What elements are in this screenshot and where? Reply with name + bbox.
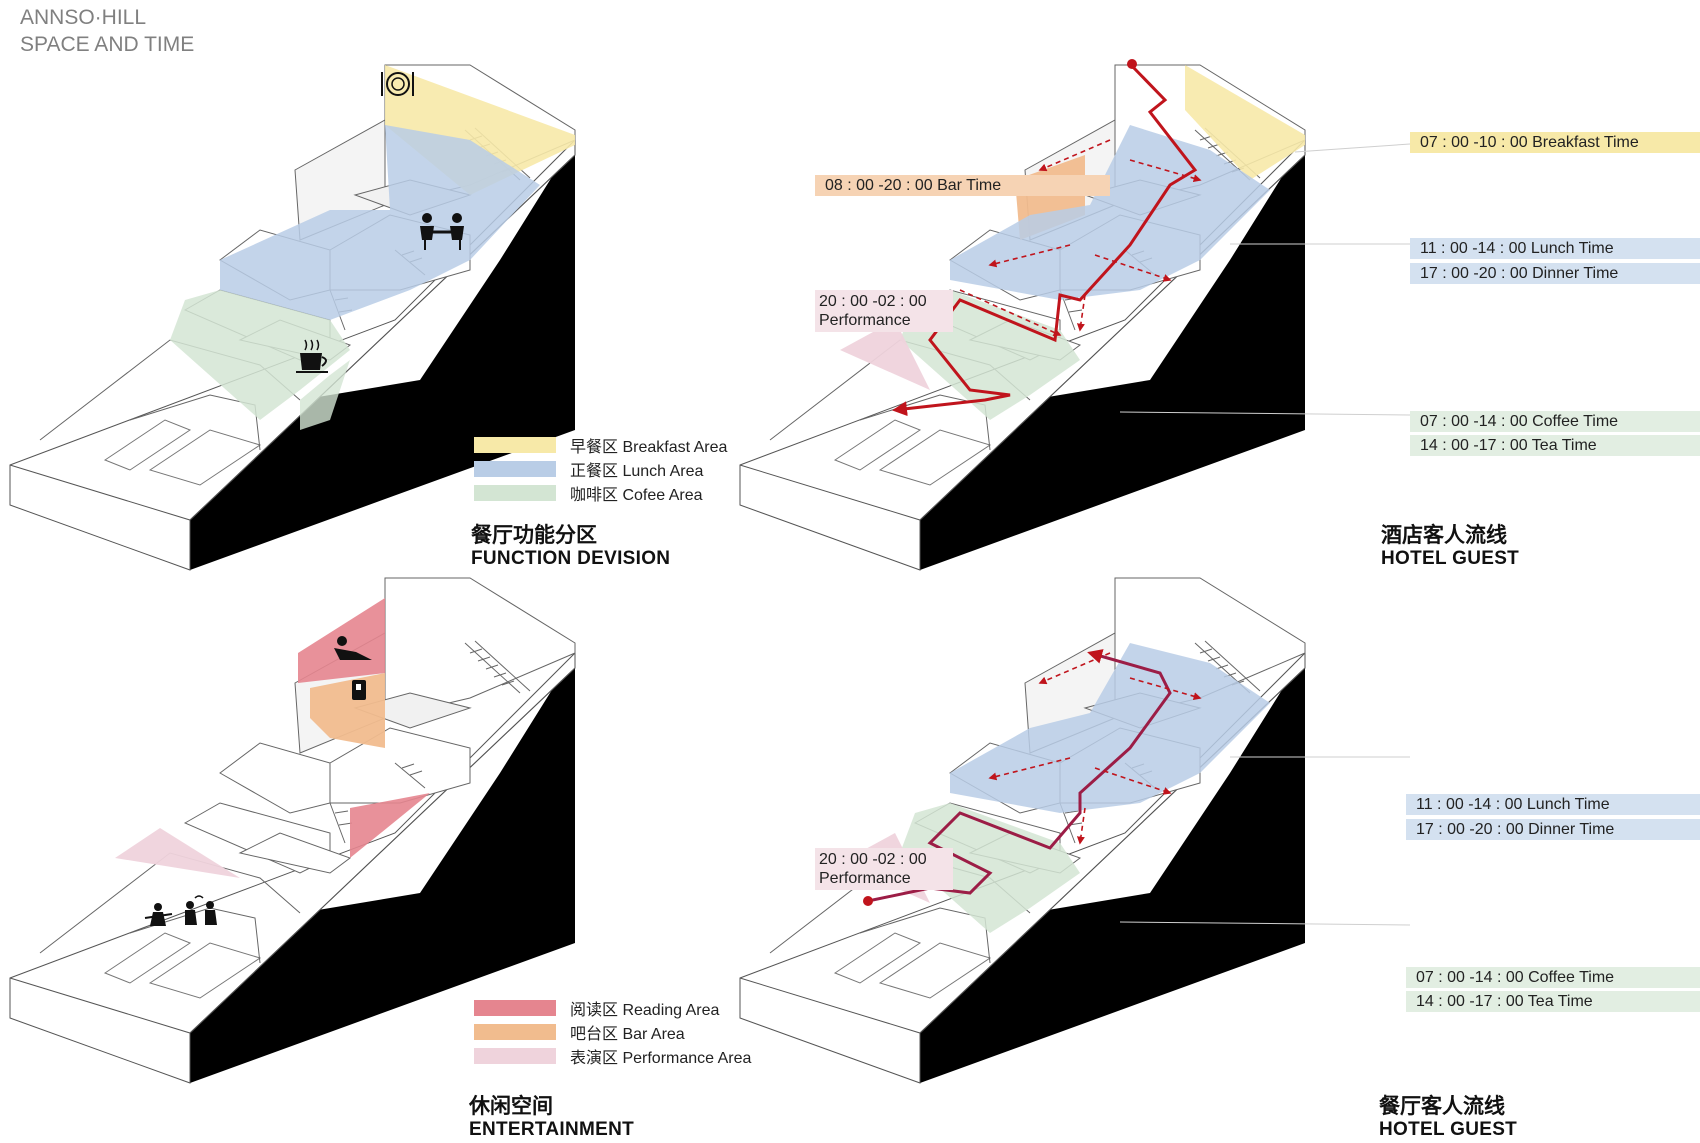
swatch-reading — [474, 1000, 556, 1016]
tag-bar-time: 08 : 00 -20 : 00 Bar Time — [815, 175, 1110, 196]
performance-label: Performance — [819, 312, 911, 329]
caption-cn: 休闲空间 — [469, 1094, 553, 1118]
tag-dinner-time: 17 : 00 -20 : 00 Dinner Time — [1410, 263, 1700, 284]
lunch-area-shape — [220, 125, 540, 320]
restaurant-guest-route — [867, 649, 1172, 903]
tag-breakfast-time: 07 : 00 -10 : 00 Breakfast Time — [1410, 132, 1700, 153]
route-start-dot — [863, 896, 873, 906]
caption-en: FUNCTION DEVISION — [471, 548, 671, 569]
performance-label: Performance — [819, 870, 911, 887]
legend-label: 阅读区 Reading Area — [570, 1002, 720, 1019]
tag-lunch-time: 11 : 00 -14 : 00 Lunch Time — [1410, 238, 1700, 259]
legend-label: 表演区 Performance Area — [570, 1050, 752, 1067]
legend-item-performance: 表演区 Performance Area — [474, 1044, 751, 1068]
drink-icon — [352, 680, 366, 700]
legend-item-bar: 吧台区 Bar Area — [474, 1020, 751, 1044]
tag-performance: 20 : 00 -02 : 00 Performance — [815, 290, 953, 332]
hotel-guest-model — [739, 59, 1306, 571]
restaurant-guest-model — [739, 577, 1306, 1084]
tag-lunch-time: 11 : 00 -14 : 00 Lunch Time — [1406, 794, 1700, 815]
entertainment-legend: 阅读区 Reading Area 吧台区 Bar Area 表演区 Perfor… — [474, 996, 751, 1068]
caption-cn: 餐厅功能分区 — [471, 523, 597, 547]
plate-cutlery-icon — [381, 72, 414, 96]
hotel-guest-route — [892, 64, 1198, 417]
performance-time: 20 : 00 -02 : 00 — [819, 851, 927, 868]
swatch-breakfast — [474, 437, 556, 453]
caption-en: HOTEL GUEST — [1381, 548, 1520, 569]
tag-coffee-time: 07 : 00 -14 : 00 Coffee Time — [1406, 967, 1700, 988]
caption-en: ENTERTAINMENT — [469, 1119, 635, 1140]
swatch-bar — [474, 1024, 556, 1040]
performance-area-shape — [115, 828, 240, 878]
function-legend: 早餐区 Breakfast Area 正餐区 Lunch Area 咖啡区 Co… — [474, 433, 727, 505]
swatch-performance — [474, 1048, 556, 1064]
tag-tea-time: 14 : 00 -17 : 00 Tea Time — [1410, 435, 1700, 456]
tag-coffee-time: 07 : 00 -14 : 00 Coffee Time — [1410, 411, 1700, 432]
swatch-lunch — [474, 461, 556, 477]
bar-area-shape — [310, 673, 385, 748]
caption-en: HOTEL GUEST — [1379, 1119, 1518, 1140]
legend-label: 吧台区 Bar Area — [570, 1026, 685, 1043]
caption-cn: 酒店客人流线 — [1381, 523, 1507, 547]
reading-person-icon — [334, 636, 372, 660]
swatch-coffee — [474, 485, 556, 501]
performance-time: 20 : 00 -02 : 00 — [819, 293, 927, 310]
dining-people-icon — [420, 213, 464, 250]
coffee-cup-icon — [296, 339, 328, 373]
header-line2: SPACE AND TIME — [20, 33, 195, 56]
header: ANNSO·HILL SPACE AND TIME — [20, 4, 194, 58]
legend-item-breakfast: 早餐区 Breakfast Area — [474, 433, 727, 457]
hotel-guest-caption: 酒店客人流线 HOTEL GUEST — [1381, 523, 1519, 570]
performers-icon — [144, 895, 217, 926]
function-caption: 餐厅功能分区 FUNCTION DEVISION — [471, 523, 670, 570]
coffee-area-shape — [170, 290, 350, 420]
tag-performance: 20 : 00 -02 : 00 Performance — [815, 848, 953, 890]
legend-item-reading: 阅读区 Reading Area — [474, 996, 751, 1020]
route-start-dot — [1127, 59, 1137, 69]
restaurant-guest-caption: 餐厅客人流线 HOTEL GUEST — [1379, 1094, 1517, 1141]
legend-item-lunch: 正餐区 Lunch Area — [474, 457, 727, 481]
legend-item-coffee: 咖啡区 Cofee Area — [474, 481, 727, 505]
legend-label: 正餐区 Lunch Area — [570, 463, 704, 480]
legend-label: 咖啡区 Cofee Area — [570, 487, 703, 504]
entertainment-caption: 休闲空间 ENTERTAINMENT — [469, 1094, 634, 1141]
function-division-model — [9, 64, 576, 571]
tag-dinner-time: 17 : 00 -20 : 00 Dinner Time — [1406, 819, 1700, 840]
legend-label: 早餐区 Breakfast Area — [570, 439, 728, 456]
caption-cn: 餐厅客人流线 — [1379, 1094, 1505, 1118]
tag-tea-time: 14 : 00 -17 : 00 Tea Time — [1406, 991, 1700, 1012]
header-line1: ANNSO·HILL — [20, 6, 147, 29]
